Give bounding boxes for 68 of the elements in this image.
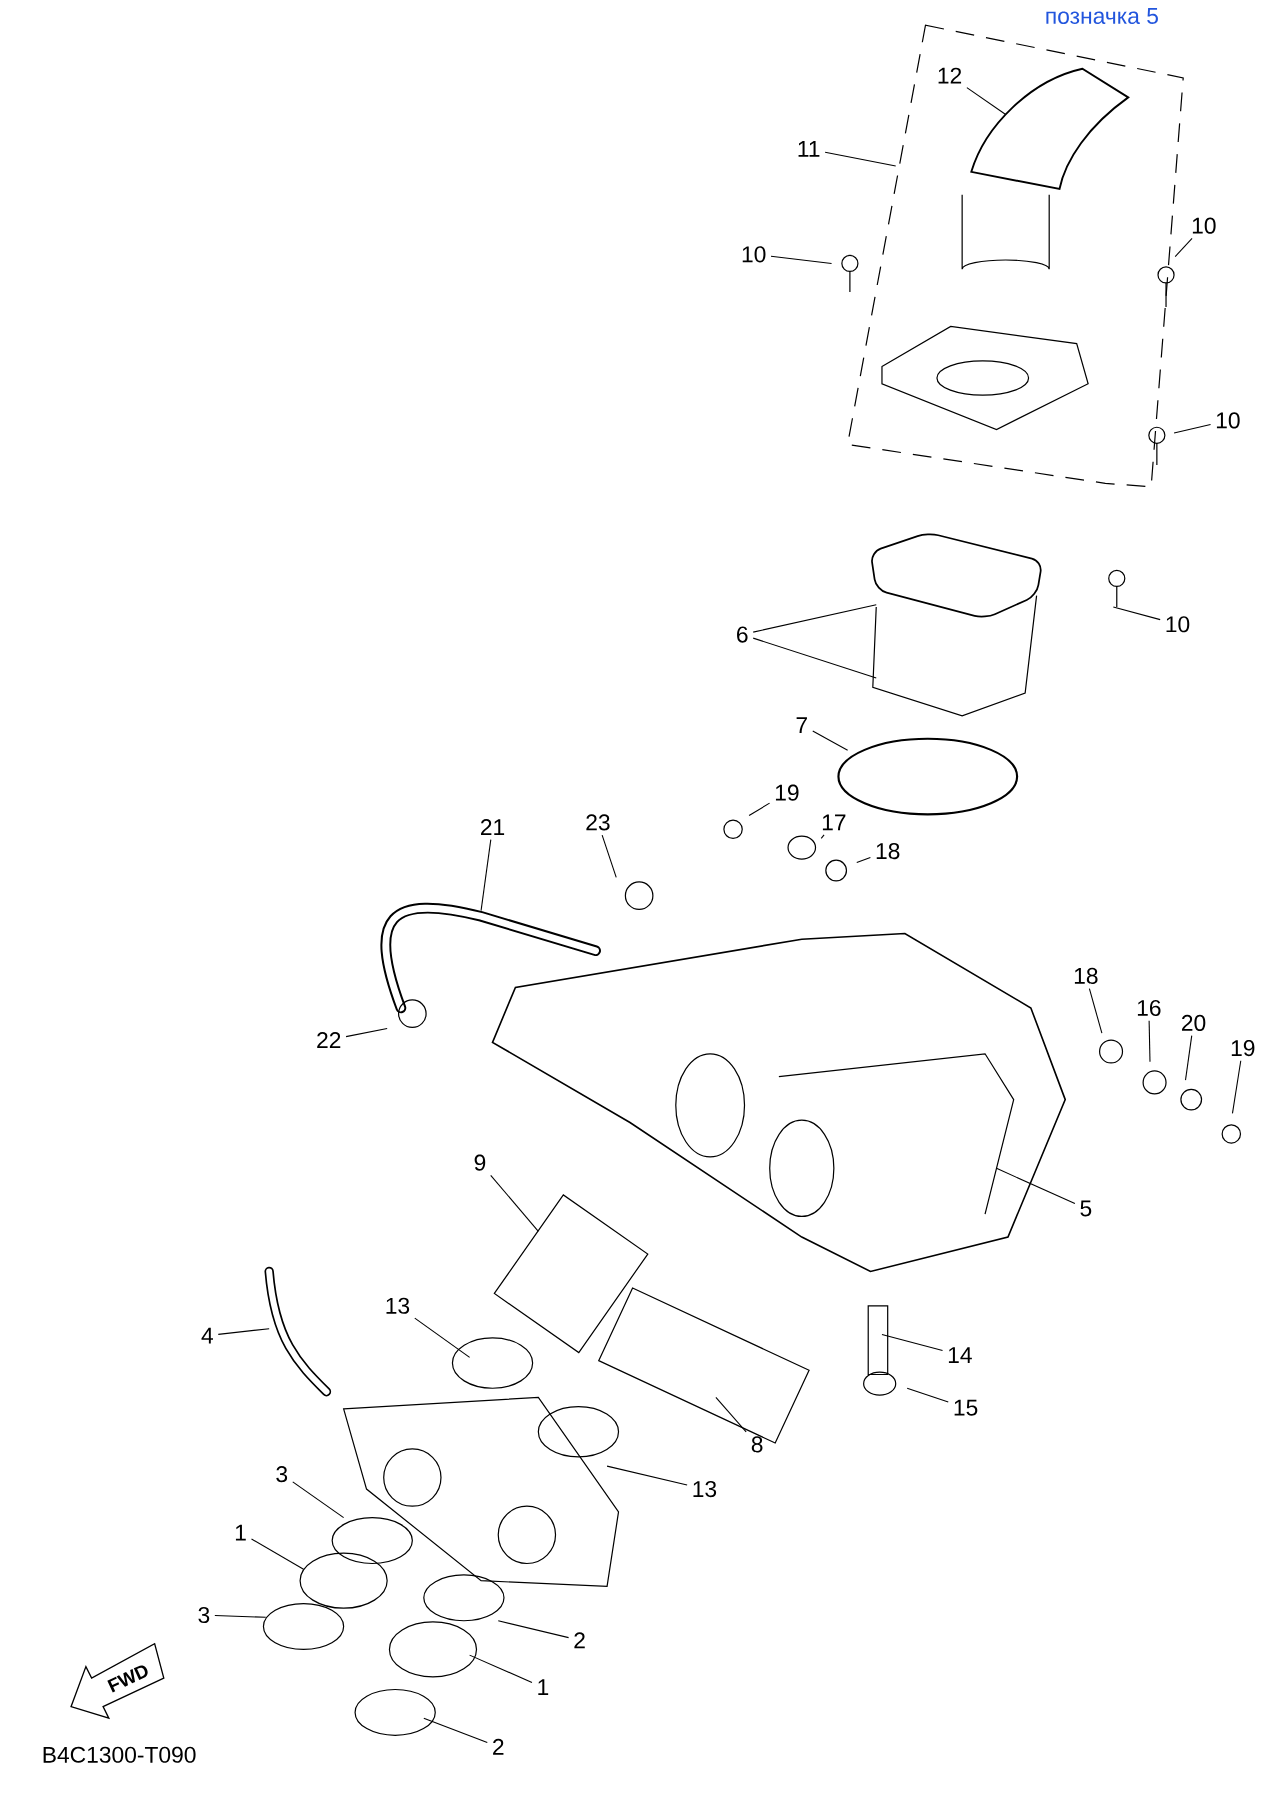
callout-number: 9 xyxy=(474,1154,486,1171)
leader-line xyxy=(906,1387,949,1403)
callout-number: 8 xyxy=(751,1436,763,1453)
callout-number: 22 xyxy=(317,1032,341,1048)
leader-line xyxy=(856,856,871,864)
callout-number: 19 xyxy=(775,784,799,801)
callout-number: 21 xyxy=(480,819,505,835)
leader-line xyxy=(770,255,833,264)
leader-line xyxy=(820,834,825,839)
leader-line xyxy=(966,87,1007,116)
leader-line xyxy=(1184,1035,1193,1081)
callout-number: 18 xyxy=(876,842,900,860)
leader-line xyxy=(1174,237,1193,258)
leader-line xyxy=(748,802,771,817)
callout-number: 1 xyxy=(538,1679,549,1696)
callout-number: 10 xyxy=(1216,412,1240,429)
leader-line xyxy=(824,151,897,167)
callout-number: 10 xyxy=(742,246,766,263)
leader-line xyxy=(606,1465,688,1486)
callout-number: 17 xyxy=(822,814,846,831)
callout-number: 10 xyxy=(1166,616,1190,633)
leader-line xyxy=(1231,1060,1242,1114)
callout-number: 13 xyxy=(693,1480,717,1498)
callout-number: 5 xyxy=(1080,1200,1092,1217)
leader-line xyxy=(480,839,492,912)
callout-number: 23 xyxy=(586,814,610,831)
callout-number: 20 xyxy=(1181,1014,1206,1031)
link-text: позначка 5 xyxy=(1046,8,1158,24)
leader-line xyxy=(1112,606,1161,621)
leader-line xyxy=(217,1328,270,1335)
callout-number: 1 xyxy=(235,1524,246,1541)
leader-line xyxy=(715,1396,747,1433)
callout-number: 4 xyxy=(201,1327,213,1344)
leader-line xyxy=(490,1174,539,1232)
callout-number: 2 xyxy=(574,1632,585,1649)
callout-number: 10 xyxy=(1192,217,1216,234)
callout-number: 13 xyxy=(386,1297,410,1314)
leader-line xyxy=(345,1028,388,1038)
leader-line xyxy=(423,1717,488,1744)
leader-line xyxy=(1148,1020,1151,1063)
leader-line xyxy=(469,1654,533,1683)
callout-number: 2 xyxy=(493,1738,504,1755)
leader-line xyxy=(752,637,877,679)
callout-number: 12 xyxy=(938,67,961,84)
leader-line xyxy=(214,1614,267,1618)
leader-line xyxy=(601,834,617,878)
leader-line xyxy=(752,604,877,633)
leader-line xyxy=(414,1317,471,1358)
callout-number: 18 xyxy=(1074,967,1098,984)
callout-number: 7 xyxy=(796,717,807,733)
leader-line xyxy=(250,1538,304,1570)
leader-line xyxy=(995,1167,1076,1205)
callout-number: 15 xyxy=(954,1399,978,1416)
callout-number: 16 xyxy=(1137,999,1161,1017)
leader-line xyxy=(292,1481,345,1519)
callout-number: 11 xyxy=(798,141,820,157)
callout-number: 6 xyxy=(737,626,748,643)
leader-line xyxy=(812,730,849,751)
callout-number: 19 xyxy=(1231,1040,1255,1057)
callout-number: 3 xyxy=(198,1606,210,1624)
part-code: B4C1300-T090 xyxy=(43,1746,196,1763)
callout-number: 3 xyxy=(276,1466,288,1483)
leader-line xyxy=(881,1333,943,1351)
leader-line xyxy=(1173,423,1212,434)
leader-line xyxy=(497,1620,570,1639)
callout-number: 14 xyxy=(948,1347,972,1363)
arrow-label: FWD xyxy=(107,1665,148,1693)
leader-line xyxy=(1088,988,1103,1034)
